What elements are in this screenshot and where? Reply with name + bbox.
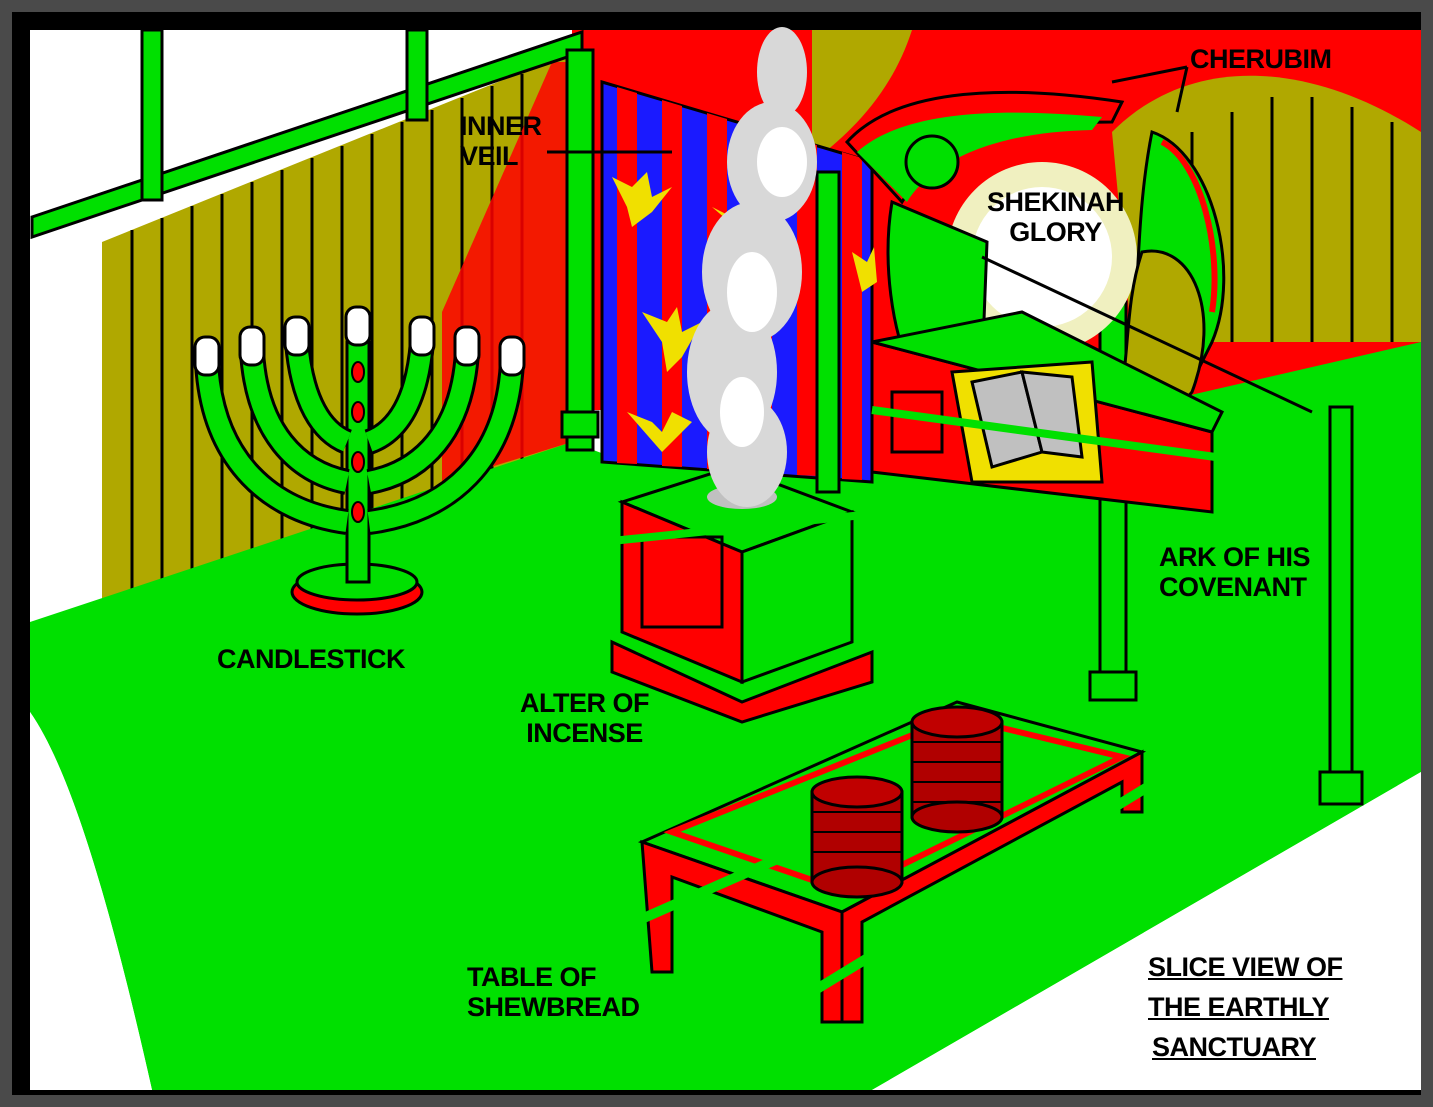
label-ark-line-2: COVENANT	[1159, 572, 1310, 602]
label-altar: ALTER OF INCENSE	[520, 688, 649, 748]
label-ark: ARK OF HIS COVENANT	[1159, 542, 1310, 602]
label-table-line-2: SHEWBREAD	[467, 992, 640, 1022]
label-candlestick-text: CANDLESTICK	[217, 644, 405, 674]
label-shekinah-glory: SHEKINAH GLORY	[987, 187, 1124, 247]
label-inner-veil-line-1: INNER	[460, 111, 542, 141]
diagram-canvas: INNER VEIL CHERUBIM SHEKINAH GLORY CANDL…	[12, 12, 1421, 1095]
label-shekinah-line-2: GLORY	[987, 217, 1124, 247]
caption-line-2: THE EARTHLY	[1148, 987, 1343, 1027]
label-table-line-1: TABLE OF	[467, 962, 640, 992]
label-altar-line-2: INCENSE	[520, 718, 649, 748]
caption: SLICE VIEW OF THE EARTHLY SANCTUARY	[1148, 947, 1343, 1067]
label-table: TABLE OF SHEWBREAD	[467, 962, 640, 1022]
label-inner-veil-line-2: VEIL	[460, 141, 542, 171]
label-inner-veil: INNER VEIL	[460, 111, 542, 171]
label-cherubim: CHERUBIM	[1190, 44, 1332, 74]
label-shekinah-line-1: SHEKINAH	[987, 187, 1124, 217]
label-candlestick: CANDLESTICK	[217, 644, 405, 674]
label-cherubim-text: CHERUBIM	[1190, 44, 1332, 74]
label-ark-line-1: ARK OF HIS	[1159, 542, 1310, 572]
caption-line-3: SANCTUARY	[1148, 1027, 1343, 1067]
caption-line-1: SLICE VIEW OF	[1148, 947, 1343, 987]
label-altar-line-1: ALTER OF	[520, 688, 649, 718]
